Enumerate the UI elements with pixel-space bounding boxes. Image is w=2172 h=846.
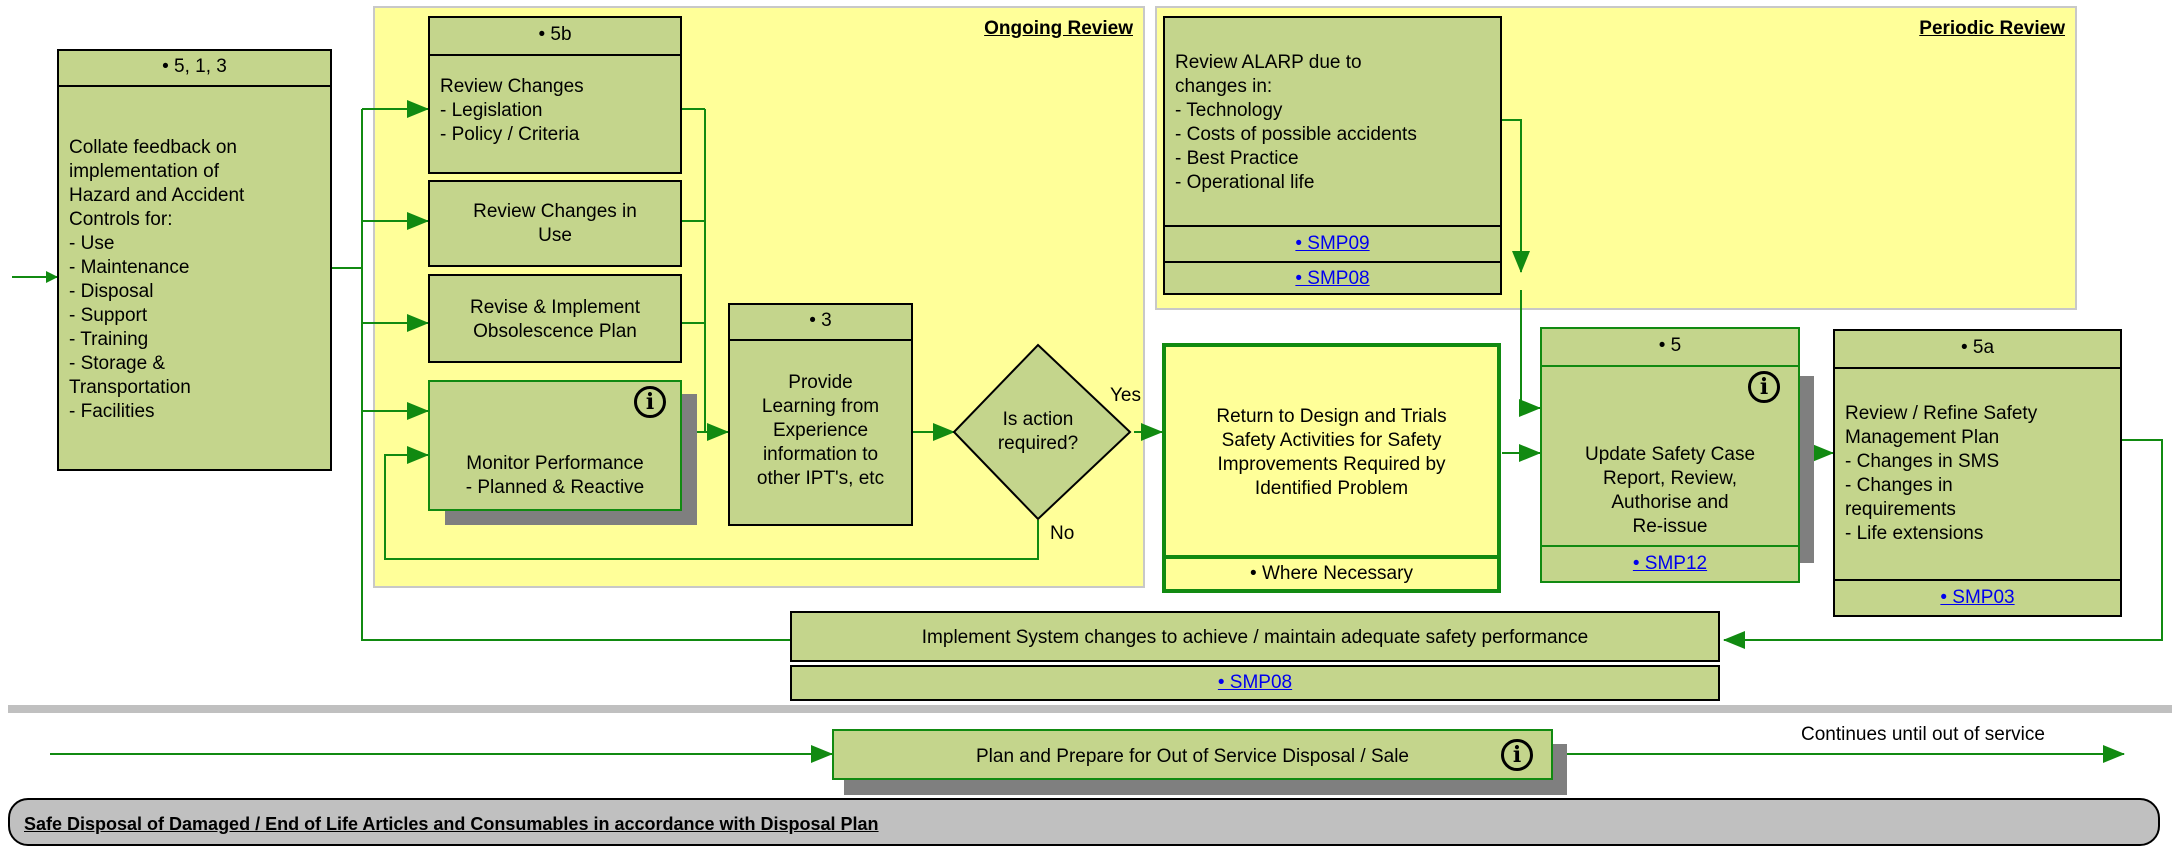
decision-yes-label: Yes (1110, 385, 1141, 406)
obsolescence-plan-box: Revise & Implement Obsolescence Plan (428, 274, 682, 363)
info-icon[interactable]: i (1748, 371, 1780, 403)
refine-smp-text: Review / Refine Safety Management Plan -… (1845, 403, 2038, 544)
provide-learning-text: Provide Learning from Experience informa… (756, 372, 885, 489)
lifecycle-separator (8, 705, 2172, 713)
update-safety-case-step: • 5 (1542, 329, 1798, 367)
ongoing-review-title: Ongoing Review (984, 18, 1133, 39)
smp12-link[interactable]: • SMP12 (1632, 553, 1708, 574)
lifecycle-banner-text: Safe Disposal of Damaged / End of Life A… (24, 814, 879, 834)
refine-smp-box: • 5a Review / Refine Safety Management P… (1833, 329, 2122, 617)
decision-no-label: No (1050, 523, 1075, 544)
obsolescence-plan-text: Revise & Implement Obsolescence Plan (469, 297, 640, 342)
provide-learning-step: • 3 (730, 305, 911, 341)
return-to-design-footer: • Where Necessary (1166, 555, 1497, 589)
implement-changes-text: Implement System changes to achieve / ma… (921, 627, 1589, 648)
lifecycle-banner: Safe Disposal of Damaged / End of Life A… (8, 798, 2160, 846)
smp09-link[interactable]: • SMP09 (1295, 233, 1370, 254)
disposal-plan-text: Plan and Prepare for Out of Service Disp… (975, 746, 1409, 767)
implement-changes-box: Implement System changes to achieve / ma… (790, 611, 1720, 662)
alarp-review-box: Review ALARP due to changes in: - Techno… (1163, 16, 1502, 295)
continues-label: Continues until out of service (1801, 724, 2045, 745)
smp03-link[interactable]: • SMP03 (1940, 587, 2015, 608)
review-changes-box: • 5b Review Changes - Legislation - Poli… (428, 16, 682, 174)
review-changes-in-use-box: Review Changes in Use (428, 180, 682, 267)
return-to-design-box: Return to Design and Trials Safety Activ… (1162, 343, 1501, 593)
periodic-review-title: Periodic Review (1919, 18, 2065, 39)
decision-text: Is action required? (997, 409, 1079, 454)
implement-changes-link-box: • SMP08 (790, 665, 1720, 701)
review-changes-in-use-text: Review Changes in Use (473, 201, 637, 246)
review-changes-text: Review Changes - Legislation - Policy / … (440, 76, 584, 145)
monitor-performance-text: Monitor Performance - Planned & Reactive (465, 453, 645, 498)
refine-smp-step: • 5a (1835, 331, 2120, 369)
collate-feedback-text: Collate feedback on implementation of Ha… (69, 137, 245, 422)
smp08-link[interactable]: • SMP08 (1295, 268, 1370, 289)
review-changes-step: • 5b (430, 18, 680, 56)
return-to-design-text: Return to Design and Trials Safety Activ… (1216, 406, 1447, 499)
monitor-performance-box: i Monitor Performance - Planned & Reacti… (428, 380, 682, 511)
update-safety-case-box: • 5 i Update Safety Case Report, Review,… (1540, 327, 1800, 583)
info-icon[interactable]: i (634, 386, 666, 418)
provide-learning-box: • 3 Provide Learning from Experience inf… (728, 303, 913, 526)
alarp-review-text: Review ALARP due to changes in: - Techno… (1175, 52, 1417, 193)
smp08-link[interactable]: • SMP08 (1217, 672, 1293, 693)
update-safety-case-text: Update Safety Case Report, Review, Autho… (1584, 444, 1756, 537)
collate-feedback-step: • 5, 1, 3 (59, 51, 330, 87)
collate-feedback-box: • 5, 1, 3 Collate feedback on implementa… (57, 49, 332, 471)
disposal-plan-box: Plan and Prepare for Out of Service Disp… (832, 729, 1553, 780)
info-icon[interactable]: i (1501, 739, 1533, 771)
